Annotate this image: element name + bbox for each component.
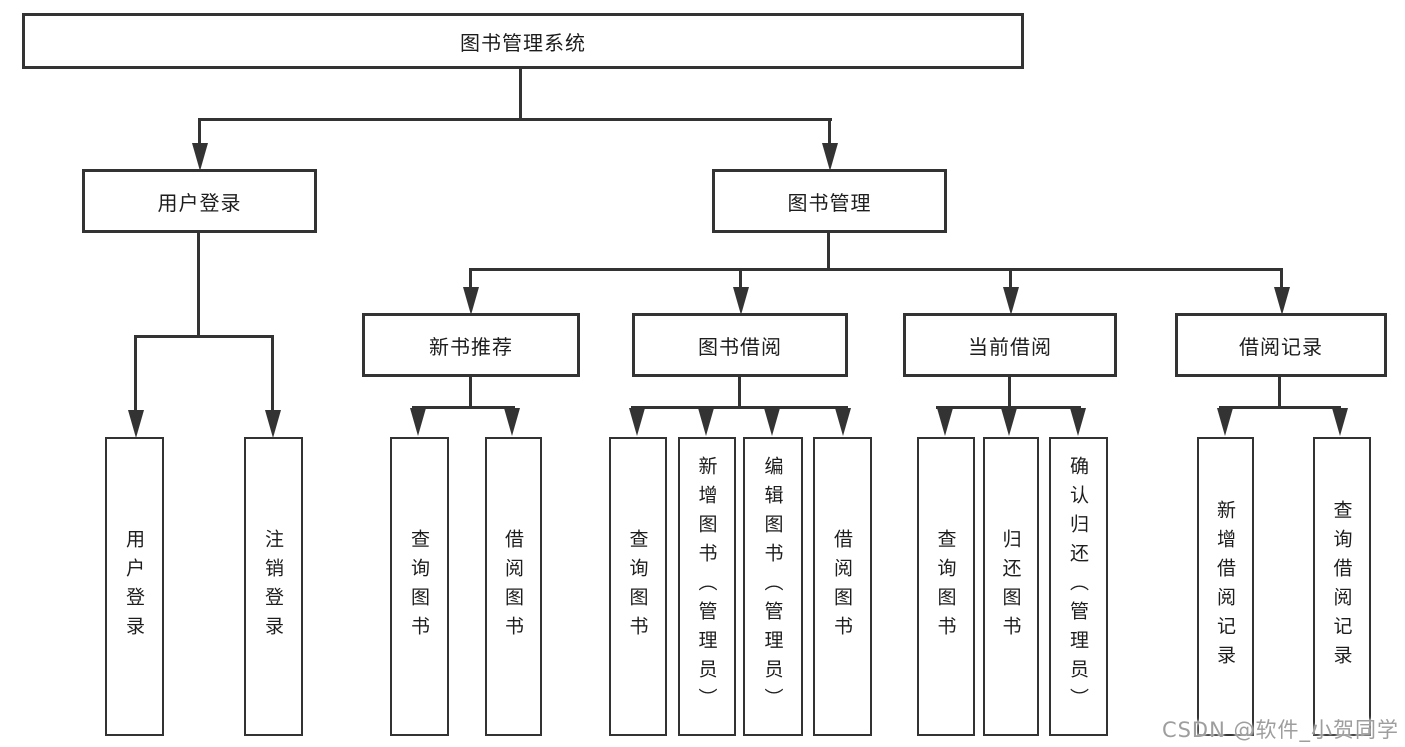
arrow-down-icon: [1001, 408, 1017, 436]
connector-line: [469, 268, 1283, 271]
csdn-watermark: CSDN @软件_小贺同学: [1161, 718, 1399, 742]
connector-line: [469, 268, 472, 290]
connector-line: [631, 406, 848, 409]
connector-line: [198, 118, 201, 146]
connector-line: [1219, 406, 1341, 409]
arrow-down-icon: [1217, 408, 1233, 436]
node-book-borrow: 图书借阅: [632, 313, 848, 377]
connector-line: [134, 335, 274, 338]
node-user-login-branch: 用户登录: [82, 169, 317, 233]
connector-line: [1278, 376, 1281, 409]
connector-line: [198, 118, 832, 121]
arrow-down-icon: [265, 410, 281, 438]
arrow-down-icon: [1070, 408, 1086, 436]
connector-line: [1009, 268, 1012, 290]
arrow-down-icon: [192, 143, 208, 171]
node-current-query-books: 查询图书: [917, 437, 975, 736]
connector-line: [1280, 268, 1283, 290]
node-newbook-query-books: 查询图书: [390, 437, 449, 736]
arrow-down-icon: [463, 287, 479, 315]
node-logout-action: 注销登录: [244, 437, 303, 736]
arrow-down-icon: [764, 408, 780, 436]
node-records-add-borrow-record: 新增借阅记录: [1197, 437, 1254, 736]
arrow-down-icon: [1003, 287, 1019, 315]
node-records-query-borrow-record: 查询借阅记录: [1313, 437, 1371, 736]
node-current-borrow: 当前借阅: [903, 313, 1117, 377]
connector-line: [519, 69, 522, 121]
connector-line: [134, 335, 137, 413]
node-current-return-books: 归还图书: [983, 437, 1039, 736]
connector-line: [827, 232, 830, 270]
node-borrow-borrow-books: 借阅图书: [813, 437, 872, 736]
node-newbook-borrow-books: 借阅图书: [485, 437, 542, 736]
arrow-down-icon: [822, 143, 838, 171]
node-current-confirm-return-admin: 确认归还（管理员）: [1049, 437, 1108, 736]
node-book-management-branch: 图书管理: [712, 169, 947, 233]
connector-line: [738, 376, 741, 409]
arrow-down-icon: [698, 408, 714, 436]
node-borrow-query-books: 查询图书: [609, 437, 667, 736]
arrow-down-icon: [937, 408, 953, 436]
arrow-down-icon: [835, 408, 851, 436]
arrow-down-icon: [504, 408, 520, 436]
connector-line: [936, 406, 1081, 409]
connector-line: [271, 335, 274, 413]
node-library-system: 图书管理系统: [22, 13, 1024, 69]
arrow-down-icon: [733, 287, 749, 315]
connector-line: [828, 118, 831, 146]
node-new-book-recommend: 新书推荐: [362, 313, 580, 377]
arrow-down-icon: [629, 408, 645, 436]
connector-line: [1008, 376, 1011, 409]
node-borrow-records: 借阅记录: [1175, 313, 1387, 377]
arrow-down-icon: [1332, 408, 1348, 436]
connector-line: [469, 376, 472, 409]
node-borrow-add-books-admin: 新增图书（管理员）: [678, 437, 736, 736]
arrow-down-icon: [410, 408, 426, 436]
arrow-down-icon: [1274, 287, 1290, 315]
connector-line: [412, 406, 515, 409]
node-user-login-action: 用户登录: [105, 437, 164, 736]
arrow-down-icon: [128, 410, 144, 438]
connector-line: [197, 232, 200, 338]
node-borrow-edit-books-admin: 编辑图书（管理员）: [743, 437, 803, 736]
connector-line: [739, 268, 742, 290]
